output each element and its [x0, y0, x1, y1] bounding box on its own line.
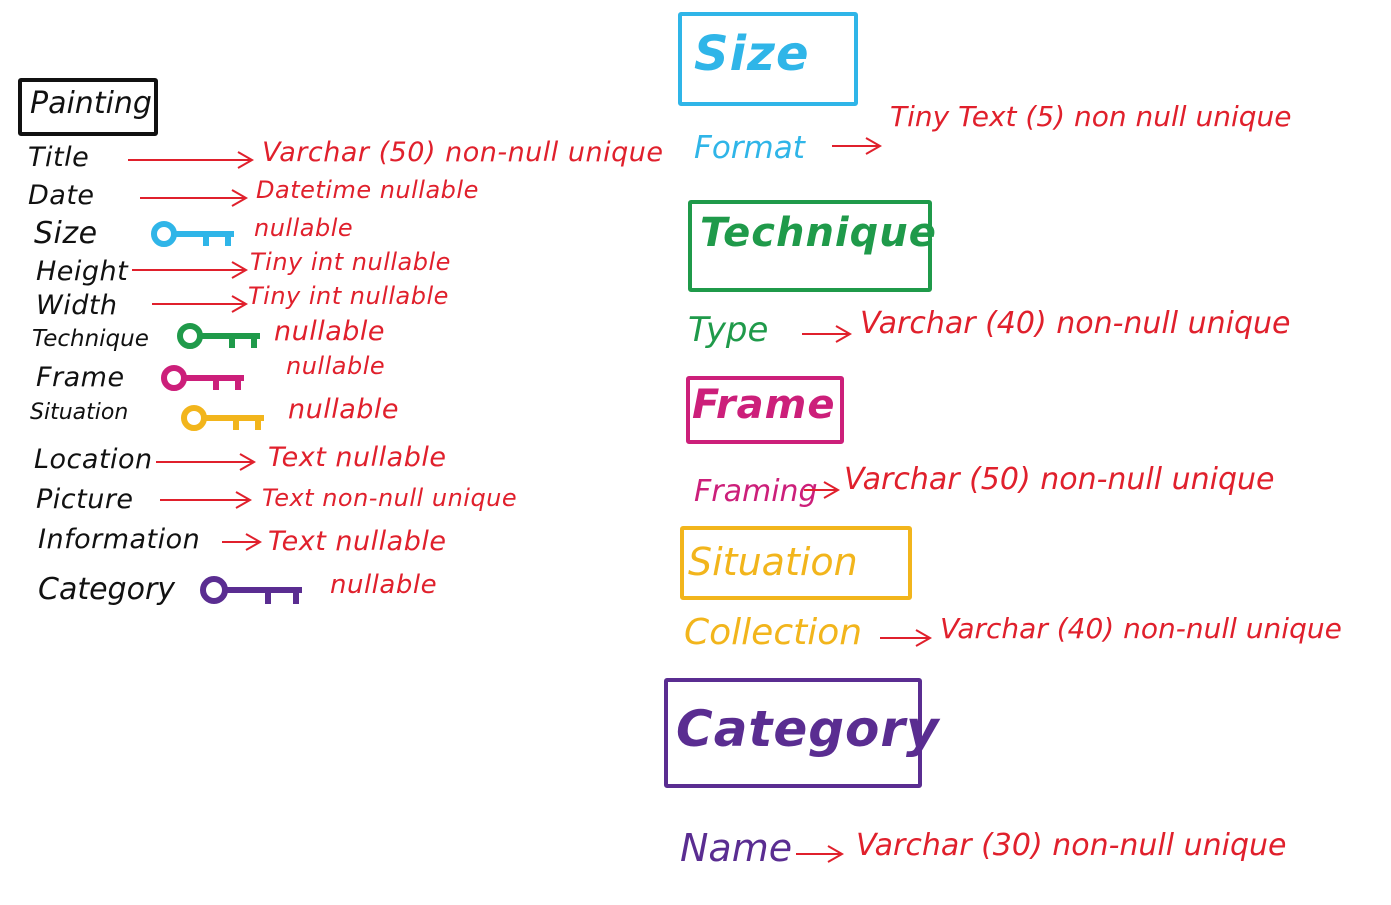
arrow-icon	[222, 533, 263, 551]
arrow-icon	[796, 845, 845, 863]
field-type-width: Tiny int nullable	[248, 282, 449, 310]
field-type-height: Tiny int nullable	[250, 248, 451, 276]
field-label-location: Location	[34, 444, 153, 475]
frame-table-title: Frame	[692, 382, 836, 428]
situation-field-label: Collection	[684, 612, 863, 653]
situation-table-title: Situation	[688, 540, 858, 584]
size-field-type: Tiny Text (5) non null unique	[890, 100, 1292, 133]
field-type-frame: nullable	[286, 352, 386, 380]
field-type-category: nullable	[330, 570, 438, 600]
technique-field-label: Type	[688, 310, 769, 350]
key-icon	[200, 576, 302, 604]
category-table-box	[664, 678, 922, 788]
technique-table-title: Technique	[700, 210, 937, 256]
field-type-situation: nullable	[288, 394, 400, 425]
field-type-picture: Text non-null unique	[262, 484, 518, 512]
situation-table-box	[680, 526, 912, 600]
frame-table-box	[686, 376, 844, 444]
key-icon	[161, 365, 244, 391]
arrow-icon	[156, 453, 257, 471]
arrow-icon	[804, 481, 841, 499]
field-type-size: nullable	[254, 214, 354, 242]
field-label-size: Size	[34, 216, 98, 251]
field-label-category: Category	[38, 572, 176, 607]
arrow-icon	[128, 151, 255, 169]
arrow-icon	[152, 295, 249, 313]
frame-field-label: Framing	[694, 474, 818, 509]
arrow-icon	[802, 325, 853, 343]
key-icon	[177, 323, 260, 349]
field-label-title: Title	[28, 142, 90, 173]
size-table-box	[678, 12, 858, 106]
technique-field-type: Varchar (40) non-null unique	[860, 306, 1291, 341]
field-type-title: Varchar (50) non-null unique	[262, 137, 664, 168]
size-field-label: Format	[694, 130, 805, 166]
category-table-title: Category	[676, 700, 940, 758]
key-icon	[151, 221, 234, 247]
field-type-location: Text nullable	[268, 442, 447, 473]
painting-title: Painting	[30, 86, 152, 121]
frame-field-type: Varchar (50) non-null unique	[844, 462, 1275, 497]
category-field-label: Name	[680, 826, 793, 870]
field-label-width: Width	[36, 290, 118, 321]
arrow-icon	[140, 189, 249, 207]
field-label-situation: Situation	[30, 400, 129, 425]
field-label-height: Height	[36, 256, 129, 287]
arrow-icon	[160, 491, 253, 509]
field-label-picture: Picture	[36, 484, 134, 515]
field-type-date: Datetime nullable	[256, 176, 479, 204]
key-icon	[181, 405, 264, 431]
category-field-type: Varchar (30) non-null unique	[856, 828, 1287, 863]
field-type-technique: nullable	[274, 316, 386, 347]
arrow-icon	[880, 629, 933, 647]
field-label-technique: Technique	[32, 326, 149, 352]
arrow-icon	[132, 261, 249, 279]
painting-title-box	[18, 78, 158, 136]
field-label-date: Date	[28, 180, 95, 211]
size-table-title: Size	[694, 26, 810, 82]
field-type-information: Text nullable	[268, 526, 447, 557]
technique-table-box	[688, 200, 932, 292]
field-label-frame: Frame	[36, 362, 125, 393]
field-label-information: Information	[38, 524, 201, 555]
arrow-icon	[832, 137, 883, 155]
situation-field-type: Varchar (40) non-null unique	[940, 612, 1342, 645]
